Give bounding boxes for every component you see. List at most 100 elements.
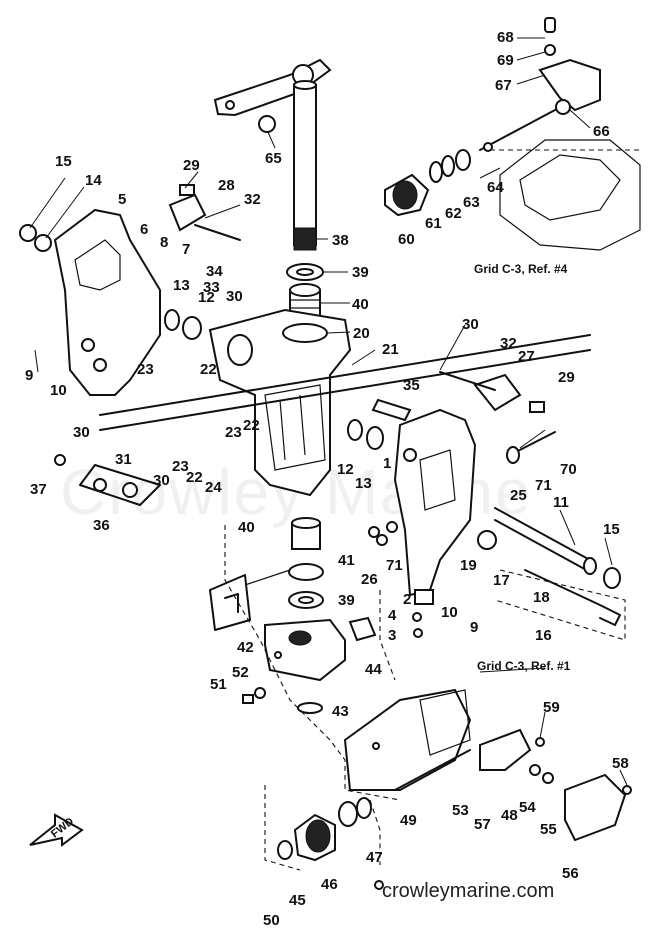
callout-71-right: 71 bbox=[535, 477, 552, 494]
grid-ref-c3-1: Grid C-3, Ref. #1 bbox=[477, 659, 571, 673]
callout-32-right: 32 bbox=[500, 335, 517, 352]
callout-15-right: 15 bbox=[603, 521, 620, 538]
callout-44: 44 bbox=[365, 661, 382, 678]
callout-39-top: 39 bbox=[352, 264, 369, 281]
callout-29-top: 29 bbox=[183, 157, 200, 174]
callout-10-left: 10 bbox=[50, 382, 67, 399]
callout-14: 14 bbox=[85, 172, 102, 189]
callout-45: 45 bbox=[289, 892, 306, 909]
callout-1: 1 bbox=[383, 455, 392, 472]
callout-58: 58 bbox=[612, 755, 629, 772]
callout-33: 33 bbox=[203, 279, 220, 296]
footer-site-name: crowleymarine.com bbox=[382, 880, 555, 902]
cylinder-block-outline bbox=[490, 139, 641, 251]
callout-30-left-low: 30 bbox=[153, 472, 170, 489]
callout-25: 25 bbox=[510, 487, 527, 504]
callout-21: 21 bbox=[382, 341, 399, 358]
callout-12-right: 12 bbox=[337, 461, 354, 478]
callout-13-left: 13 bbox=[173, 277, 190, 294]
leader-lines bbox=[29, 37, 628, 786]
callout-26: 26 bbox=[361, 571, 378, 588]
callout-48: 48 bbox=[501, 807, 518, 824]
callout-61: 61 bbox=[425, 215, 442, 232]
swivel-bracket bbox=[208, 308, 352, 497]
callout-30-left-top: 30 bbox=[226, 288, 243, 305]
callout-5: 5 bbox=[118, 191, 127, 208]
callout-23-low: 23 bbox=[172, 458, 189, 475]
callout-10-low: 10 bbox=[441, 604, 458, 621]
callout-62: 62 bbox=[445, 205, 462, 222]
callout-30-left-mid: 30 bbox=[73, 424, 90, 441]
callout-23-mid: 23 bbox=[225, 424, 242, 441]
callout-24: 24 bbox=[205, 479, 222, 496]
callout-19: 19 bbox=[460, 557, 477, 574]
callout-17: 17 bbox=[493, 572, 510, 589]
callout-59: 59 bbox=[543, 699, 560, 716]
callout-41: 41 bbox=[338, 552, 355, 569]
callout-11: 11 bbox=[553, 494, 569, 511]
callout-38: 38 bbox=[332, 232, 349, 249]
callout-6: 6 bbox=[140, 221, 149, 238]
callout-4: 4 bbox=[388, 607, 397, 624]
callout-51: 51 bbox=[210, 676, 227, 693]
right-clamp-bracket bbox=[393, 408, 477, 597]
callout-3: 3 bbox=[388, 627, 397, 644]
callout-13-right: 13 bbox=[355, 475, 372, 492]
callout-2: 2 bbox=[403, 591, 412, 608]
callout-65: 65 bbox=[265, 150, 282, 167]
callout-28: 28 bbox=[218, 177, 235, 194]
steering-yoke bbox=[264, 618, 346, 682]
callout-55: 55 bbox=[540, 821, 557, 838]
callout-22-top: 22 bbox=[200, 361, 217, 378]
callout-22-mid: 22 bbox=[243, 417, 260, 434]
callout-35: 35 bbox=[403, 377, 420, 394]
callout-46: 46 bbox=[321, 876, 338, 893]
callout-20: 20 bbox=[353, 325, 370, 342]
callout-15-top: 15 bbox=[55, 153, 72, 170]
callout-22-low: 22 bbox=[186, 469, 203, 486]
callout-68: 68 bbox=[497, 29, 514, 46]
callout-36: 36 bbox=[93, 517, 110, 534]
callout-53: 53 bbox=[452, 802, 469, 819]
callout-50: 50 bbox=[263, 912, 280, 929]
callout-71-low: 71 bbox=[386, 557, 403, 574]
callout-56: 56 bbox=[562, 865, 579, 882]
lower-mount-area bbox=[343, 688, 472, 791]
callout-40-low: 40 bbox=[238, 519, 255, 536]
callout-60: 60 bbox=[398, 231, 415, 248]
callout-23-top: 23 bbox=[137, 361, 154, 378]
callout-18: 18 bbox=[533, 589, 550, 606]
callout-64: 64 bbox=[487, 179, 504, 196]
callout-7: 7 bbox=[182, 241, 191, 258]
callout-8: 8 bbox=[160, 234, 169, 251]
callout-43: 43 bbox=[332, 703, 349, 720]
callout-32-top: 32 bbox=[244, 191, 261, 208]
callout-52: 52 bbox=[232, 664, 249, 681]
callout-16: 16 bbox=[535, 627, 552, 644]
detail-inset-41 bbox=[209, 569, 291, 631]
top-clamp-assembly bbox=[538, 17, 601, 115]
callout-67: 67 bbox=[495, 77, 512, 94]
callout-31: 31 bbox=[115, 451, 132, 468]
callout-69: 69 bbox=[497, 52, 514, 69]
callout-30-right: 30 bbox=[462, 316, 479, 333]
callout-40-top: 40 bbox=[352, 296, 369, 313]
callout-66: 66 bbox=[593, 123, 610, 140]
callout-42: 42 bbox=[237, 639, 254, 656]
left-clamp-bracket bbox=[53, 208, 161, 396]
grid-ref-c3-4: Grid C-3, Ref. #4 bbox=[474, 262, 568, 276]
callout-49: 49 bbox=[400, 812, 417, 829]
callout-27: 27 bbox=[518, 348, 535, 365]
steering-shaft bbox=[293, 80, 317, 251]
callout-47: 47 bbox=[366, 849, 383, 866]
steering-arm bbox=[213, 58, 332, 133]
callout-37: 37 bbox=[30, 481, 47, 498]
callout-63: 63 bbox=[463, 194, 480, 211]
callout-54: 54 bbox=[519, 799, 536, 816]
callout-9-low: 9 bbox=[470, 619, 479, 636]
callout-12-left: 12 bbox=[198, 289, 215, 306]
callout-29-right: 29 bbox=[558, 369, 575, 386]
callout-34: 34 bbox=[206, 263, 223, 280]
